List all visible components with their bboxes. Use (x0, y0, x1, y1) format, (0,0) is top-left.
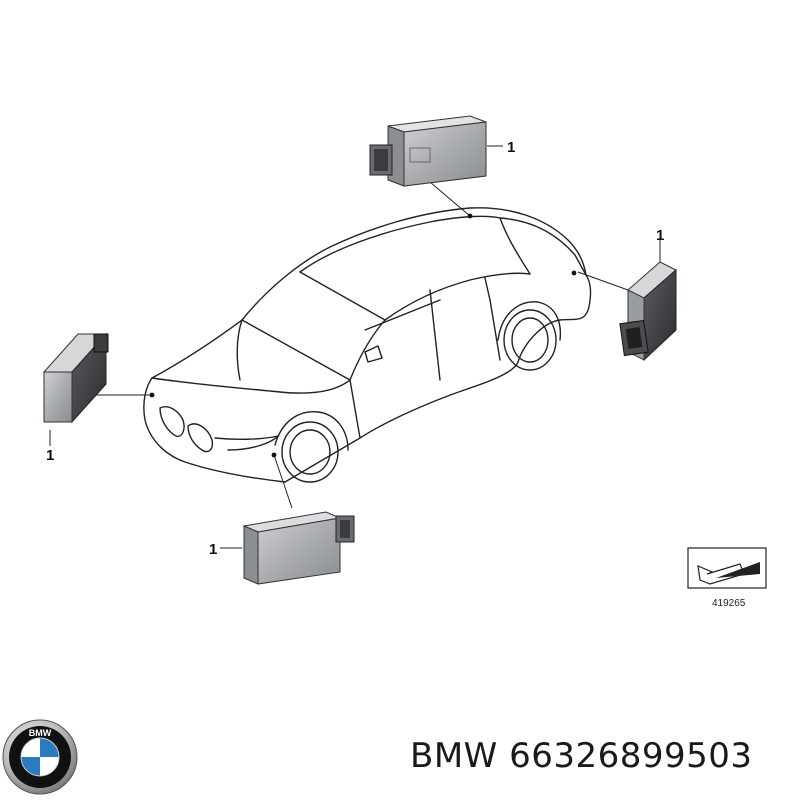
module-bottom (242, 511, 355, 585)
attach-point-right (571, 270, 577, 276)
brand-name: BMW (410, 736, 498, 776)
callout-top: 1 (507, 139, 515, 156)
attach-point-bottom (271, 452, 277, 458)
car-outline (143, 207, 592, 483)
leader-line-bottom (273, 454, 293, 509)
arrow-icon (697, 563, 745, 585)
attach-point-top (467, 213, 473, 219)
callout-right: 1 (656, 227, 664, 244)
callout-left: 1 (46, 447, 54, 464)
leader-lines (49, 145, 661, 549)
module-top (369, 115, 487, 187)
attach-point-left (149, 392, 155, 398)
leader-line-top (429, 181, 471, 217)
reference-box: 419265 (687, 547, 767, 609)
logo-text: BMW (29, 728, 52, 738)
reference-number: 419265 (712, 598, 746, 609)
leader-line-right (577, 271, 629, 291)
attachment-points (149, 213, 577, 458)
module-left (42, 332, 109, 424)
callout-bottom: 1 (209, 541, 217, 558)
part-number: 66326899503 (509, 736, 753, 776)
bmw-logo: BMW (2, 719, 78, 795)
module-right (619, 261, 677, 362)
part-caption: BMW 66326899503 (410, 736, 794, 776)
